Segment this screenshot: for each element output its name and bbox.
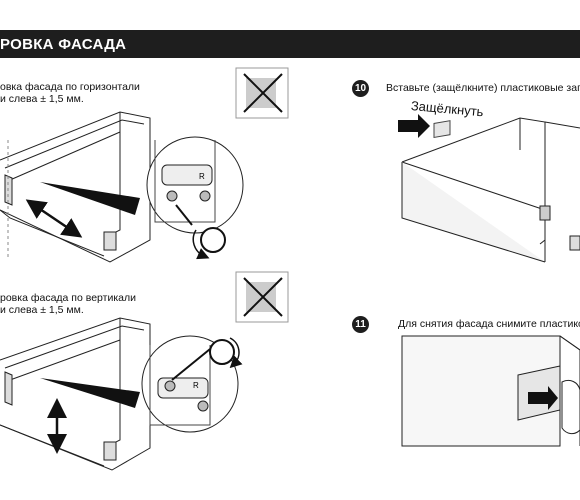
vertical-adjust-text-2: и слева ± 1,5 мм.	[0, 304, 84, 316]
section-title: РОВКА ФАСАДА	[0, 36, 127, 53]
step-10-text: Вставьте (защёлкните) пластиковые загл	[386, 82, 580, 94]
drawer-horizontal	[0, 111, 151, 263]
horizontal-arrow	[25, 199, 83, 238]
section-banner: РОВКА ФАСАДА	[0, 30, 580, 58]
horizontal-adjust-text-2: и слева ± 1,5 мм.	[0, 93, 84, 105]
not-allowed-icon-top	[235, 67, 289, 119]
push-arrow	[398, 114, 430, 138]
detail-magnifier-top	[146, 136, 244, 260]
not-allowed-icon-bottom	[235, 271, 289, 323]
detail-magnifier-bottom	[141, 335, 243, 433]
drawer-step-11	[401, 335, 580, 447]
step-11-text: Для снятия фасада снимите пластико	[398, 318, 580, 330]
pointer-wedge-bottom	[40, 378, 140, 408]
hand-sketch	[561, 379, 580, 435]
horizontal-adjust-text-1: овка фасада по горизонтали	[0, 81, 140, 93]
detail-r-top: R	[199, 172, 205, 181]
pull-arrow	[528, 386, 558, 410]
step-11-badge: 11	[352, 316, 369, 333]
drawer-step-10	[401, 117, 580, 263]
pointer-wedge-top	[40, 182, 140, 215]
plastic-cap	[433, 120, 451, 139]
step-10-badge: 10	[352, 80, 369, 97]
detail-r-bottom: R	[193, 381, 199, 390]
vertical-adjust-text-1: ровка фасада по вертикали	[0, 292, 136, 304]
